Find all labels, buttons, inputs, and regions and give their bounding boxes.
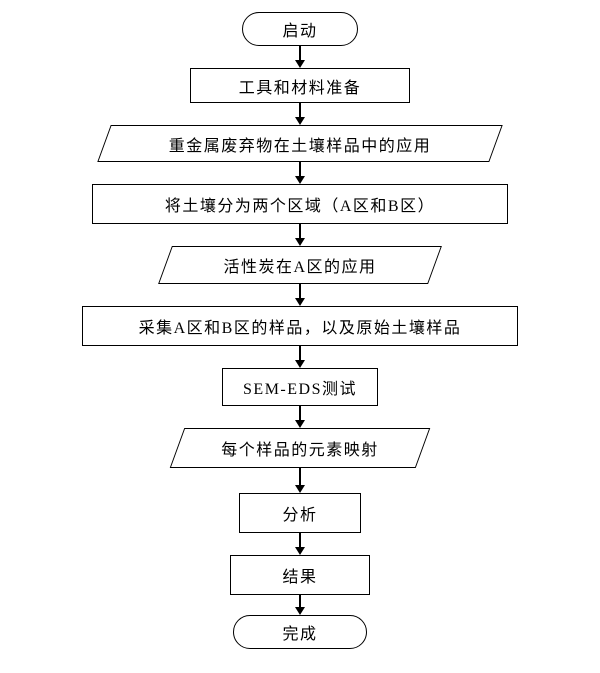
node-label: 重金属废弃物在土壤样品中的应用 [168,137,432,155]
node-label: 完成 [282,626,318,643]
flow-node-heavy-metal-waste-application: 重金属废弃物在土壤样品中的应用 [94,125,506,162]
down-arrow [295,103,305,125]
node-label: 活性炭在A区的应用 [223,259,377,276]
arrow-line [299,284,301,298]
arrow-head-icon [295,176,305,184]
arrow-head-icon [295,117,305,125]
flow-node-sem-eds-test: SEM-EDS测试 [222,368,378,406]
arrow-line [299,533,301,547]
flow-node-divide-soil-two-areas: 将土壤分为两个区域（A区和B区） [92,184,508,224]
down-arrow [295,346,305,368]
down-arrow [295,46,305,68]
down-arrow [295,284,305,306]
arrow-line [299,162,301,176]
arrow-line [299,406,301,420]
flow-node-tools-materials-prep: 工具和材料准备 [190,68,410,103]
flow-node-result: 结果 [230,555,370,595]
flow-node-analysis: 分析 [239,493,361,533]
arrow-head-icon [295,60,305,68]
down-arrow [295,533,305,555]
flow-node-start: 启动 [242,12,358,46]
arrow-head-icon [295,420,305,428]
flow-node-element-mapping: 每个样品的元素映射 [167,428,433,468]
node-label: SEM-EDS测试 [243,381,357,398]
arrow-line [299,468,301,485]
arrow-head-icon [295,607,305,615]
down-arrow [295,162,305,184]
arrow-head-icon [295,298,305,306]
node-label: 工具和材料准备 [238,79,362,97]
arrow-line [299,595,301,607]
down-arrow [295,468,305,493]
arrow-head-icon [295,238,305,246]
arrow-head-icon [295,360,305,368]
flow-node-activated-carbon-area-a: 活性炭在A区的应用 [155,246,445,284]
arrow-line [299,103,301,117]
node-label: 采集A区和B区的样品，以及原始土壤样品 [138,320,462,337]
node-label: 结果 [282,569,318,586]
flow-node-collect-samples: 采集A区和B区的样品，以及原始土壤样品 [82,306,518,346]
node-label: 启动 [282,23,318,40]
arrow-head-icon [295,485,305,493]
arrow-line [299,224,301,238]
down-arrow [295,595,305,615]
flow-node-finish: 完成 [233,615,367,649]
node-label: 每个样品的元素映射 [221,442,379,459]
node-label: 分析 [282,507,318,524]
down-arrow [295,406,305,428]
arrow-line [299,46,301,60]
down-arrow [295,224,305,246]
node-label: 将土壤分为两个区域（A区和B区） [164,198,436,215]
arrow-head-icon [295,547,305,555]
arrow-line [299,346,301,360]
